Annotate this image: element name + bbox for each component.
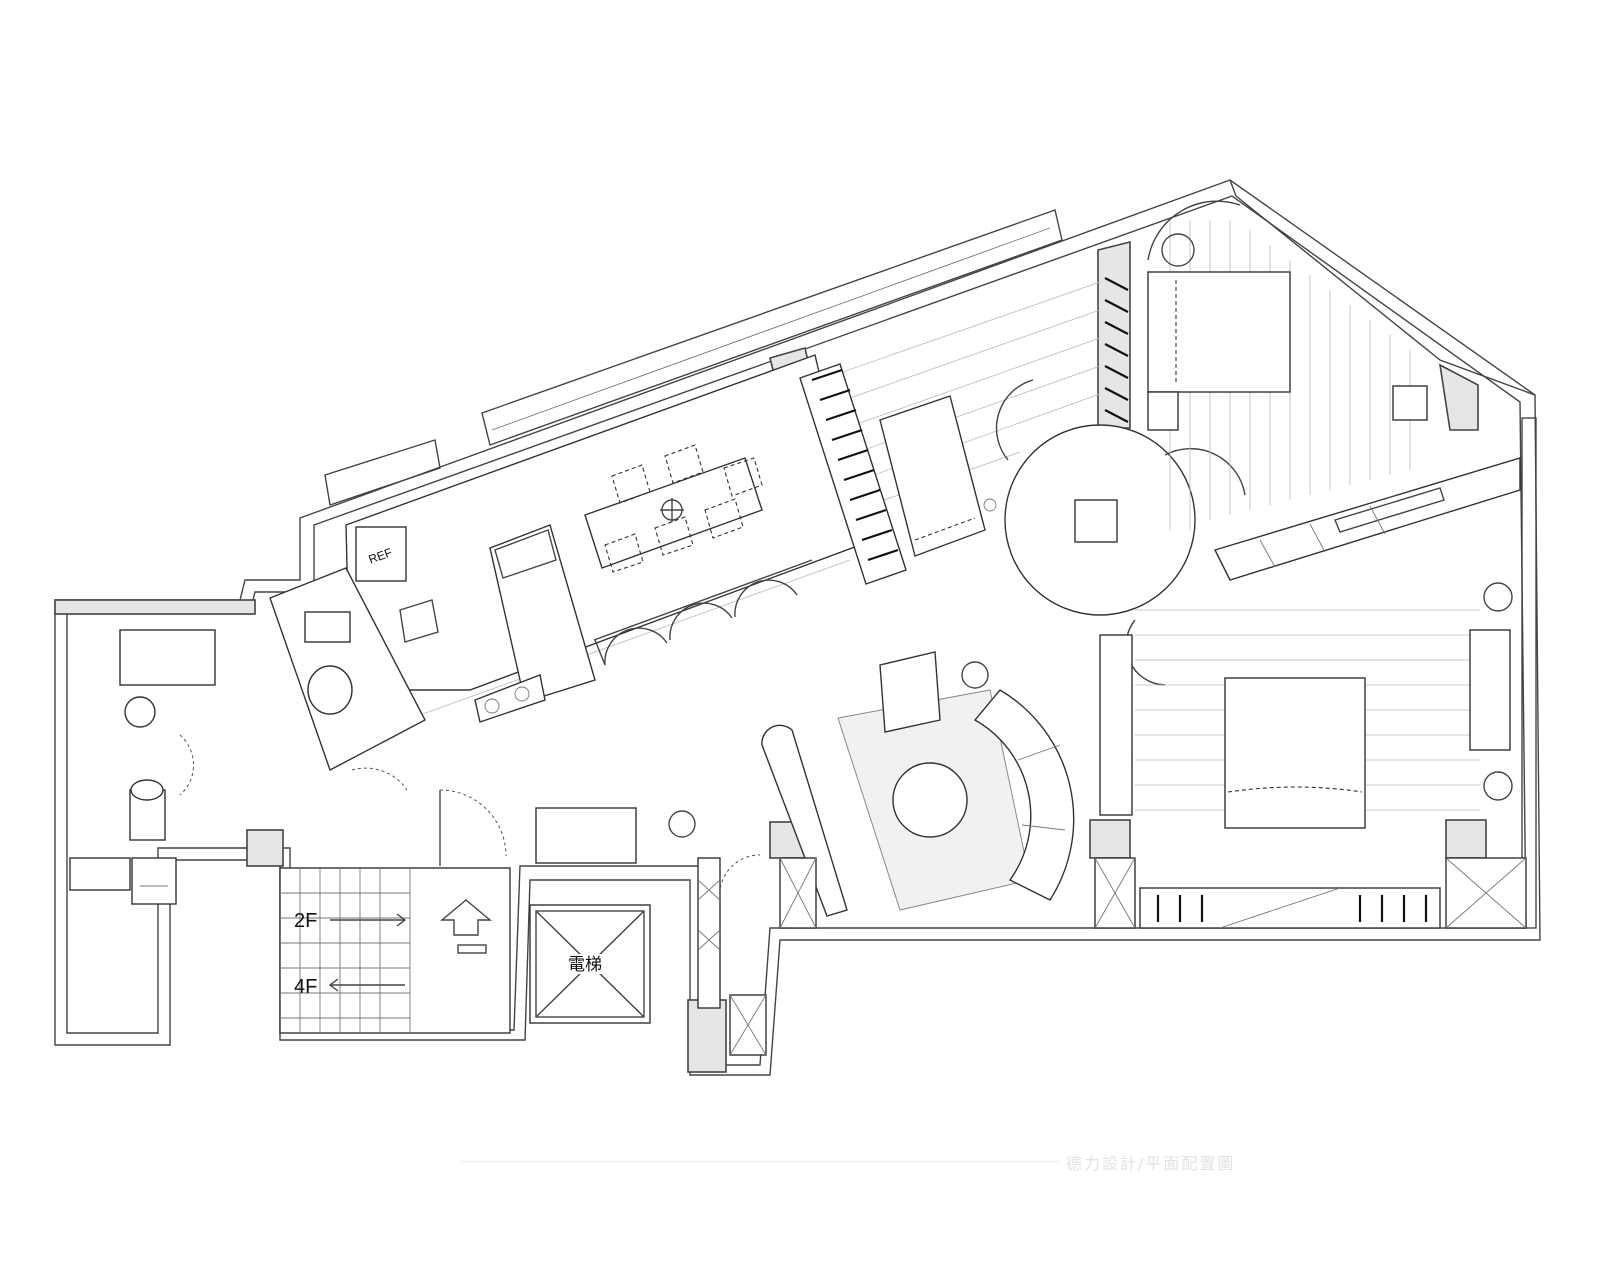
bedroom-top (1104, 200, 1428, 530)
bathroom-center (269, 567, 426, 791)
structural-columns (54, 240, 1487, 1073)
bathroom-left (69, 629, 216, 905)
floor-down-label: 4F (294, 976, 317, 998)
watermark-text: 德力設計/平面配置圖 (1066, 1154, 1236, 1173)
dining-table (584, 444, 763, 573)
circular-hub (983, 379, 1246, 686)
watermark-rule (460, 1161, 1060, 1162)
diagonal-shelving (1214, 457, 1521, 581)
elevator-label-bg (566, 954, 614, 974)
wardrobe-middle (799, 363, 986, 585)
bedroom-master (1099, 582, 1527, 929)
exterior-walls (54, 179, 1541, 1076)
elevator-label: 電梯 (568, 955, 602, 974)
living-area (668, 651, 1075, 917)
entry (439, 789, 1136, 1056)
stairwell (279, 867, 511, 1034)
floor-up-label: 2F (294, 910, 317, 932)
